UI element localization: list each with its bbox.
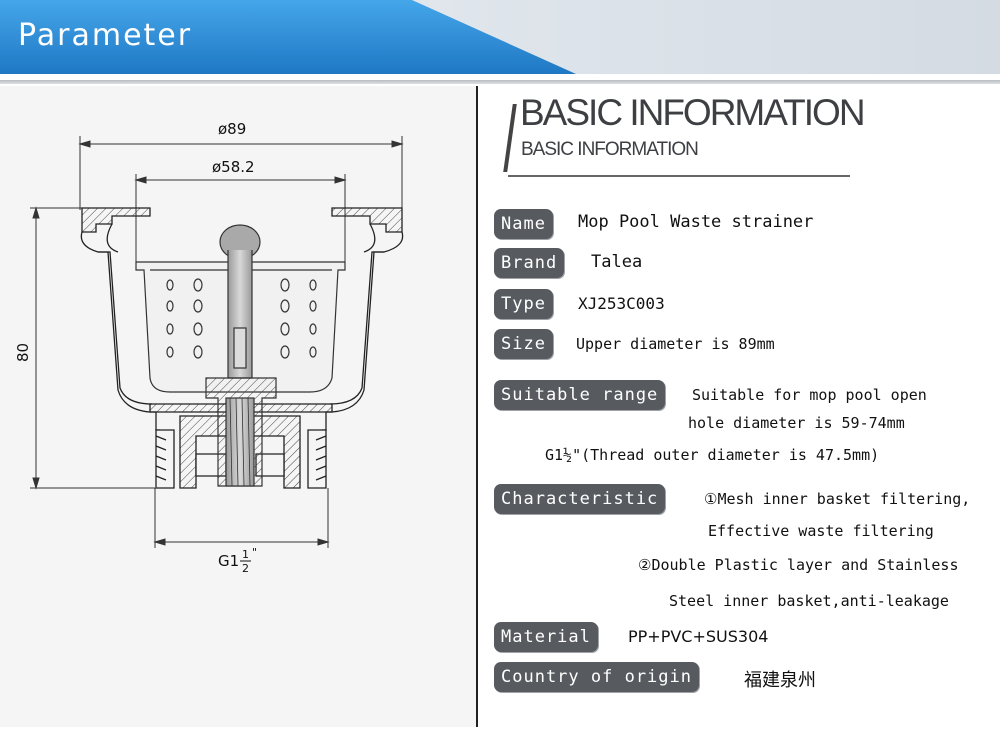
label-characteristic: Characteristic (494, 484, 666, 514)
value-suitable-range-line2: hole diameter is 59-74mm (688, 414, 905, 432)
value-size: Upper diameter is 89mm (576, 335, 775, 353)
value-characteristic-line3: ②Double Plastic layer and Stainless (638, 556, 959, 574)
section-subtitle: BASIC INFORMATION (521, 139, 699, 160)
value-characteristic-line2: Effective waste filtering (708, 522, 934, 540)
dimension-thread (153, 488, 330, 548)
strainer-body (80, 207, 404, 489)
dimension-top-label: ø89 (218, 120, 246, 138)
svg-text:1: 1 (242, 548, 249, 561)
header-bar: Parameter (0, 0, 1000, 74)
dimension-mid-label: ø58.2 (212, 158, 255, 176)
value-suitable-range-line1: Suitable for mop pool open (692, 386, 927, 404)
value-material: PP+PVC+SUS304 (628, 627, 769, 646)
value-characteristic-line1: ①Mesh inner basket filtering, (704, 490, 971, 508)
label-type: Type (494, 289, 553, 319)
value-name: Mop Pool Waste strainer (578, 212, 814, 232)
value-country-of-origin: 福建泉州 (744, 670, 816, 691)
panel-divider (476, 86, 478, 727)
svg-text:": " (252, 546, 257, 559)
dimension-height-label: 80 (14, 343, 32, 362)
header-divider (0, 80, 1000, 84)
value-characteristic-line4: Steel inner basket,anti-leakage (669, 592, 949, 610)
label-country-of-origin: Country of origin (494, 662, 699, 692)
page-title: Parameter (18, 18, 193, 53)
svg-text:2: 2 (242, 562, 249, 575)
strainer-drawing: ø89 ø58.2 80 G1 1 (14, 120, 404, 575)
label-brand: Brand (494, 248, 565, 278)
value-suitable-range-line3: G1½"(Thread outer diameter is 47.5mm) (545, 446, 880, 464)
dimension-height (30, 206, 155, 490)
technical-drawing-panel: ø89 ø58.2 80 G1 1 (0, 86, 476, 727)
header-background (0, 0, 1000, 74)
dimension-mid (134, 174, 347, 262)
section-title: BASIC INFORMATION (520, 92, 866, 133)
label-name: Name (494, 209, 553, 239)
label-material: Material (494, 622, 598, 652)
value-brand: Talea (591, 252, 643, 272)
basket-holes (166, 278, 317, 359)
svg-text:G1: G1 (218, 552, 239, 570)
title-rule (508, 175, 850, 177)
dimension-thread-label: G1 1 2 " (218, 546, 257, 575)
value-type: XJ253C003 (578, 294, 665, 313)
label-suitable-range: Suitable range (494, 380, 666, 410)
center-stem (205, 224, 277, 487)
dimension-top (78, 136, 404, 210)
label-size: Size (494, 329, 553, 359)
